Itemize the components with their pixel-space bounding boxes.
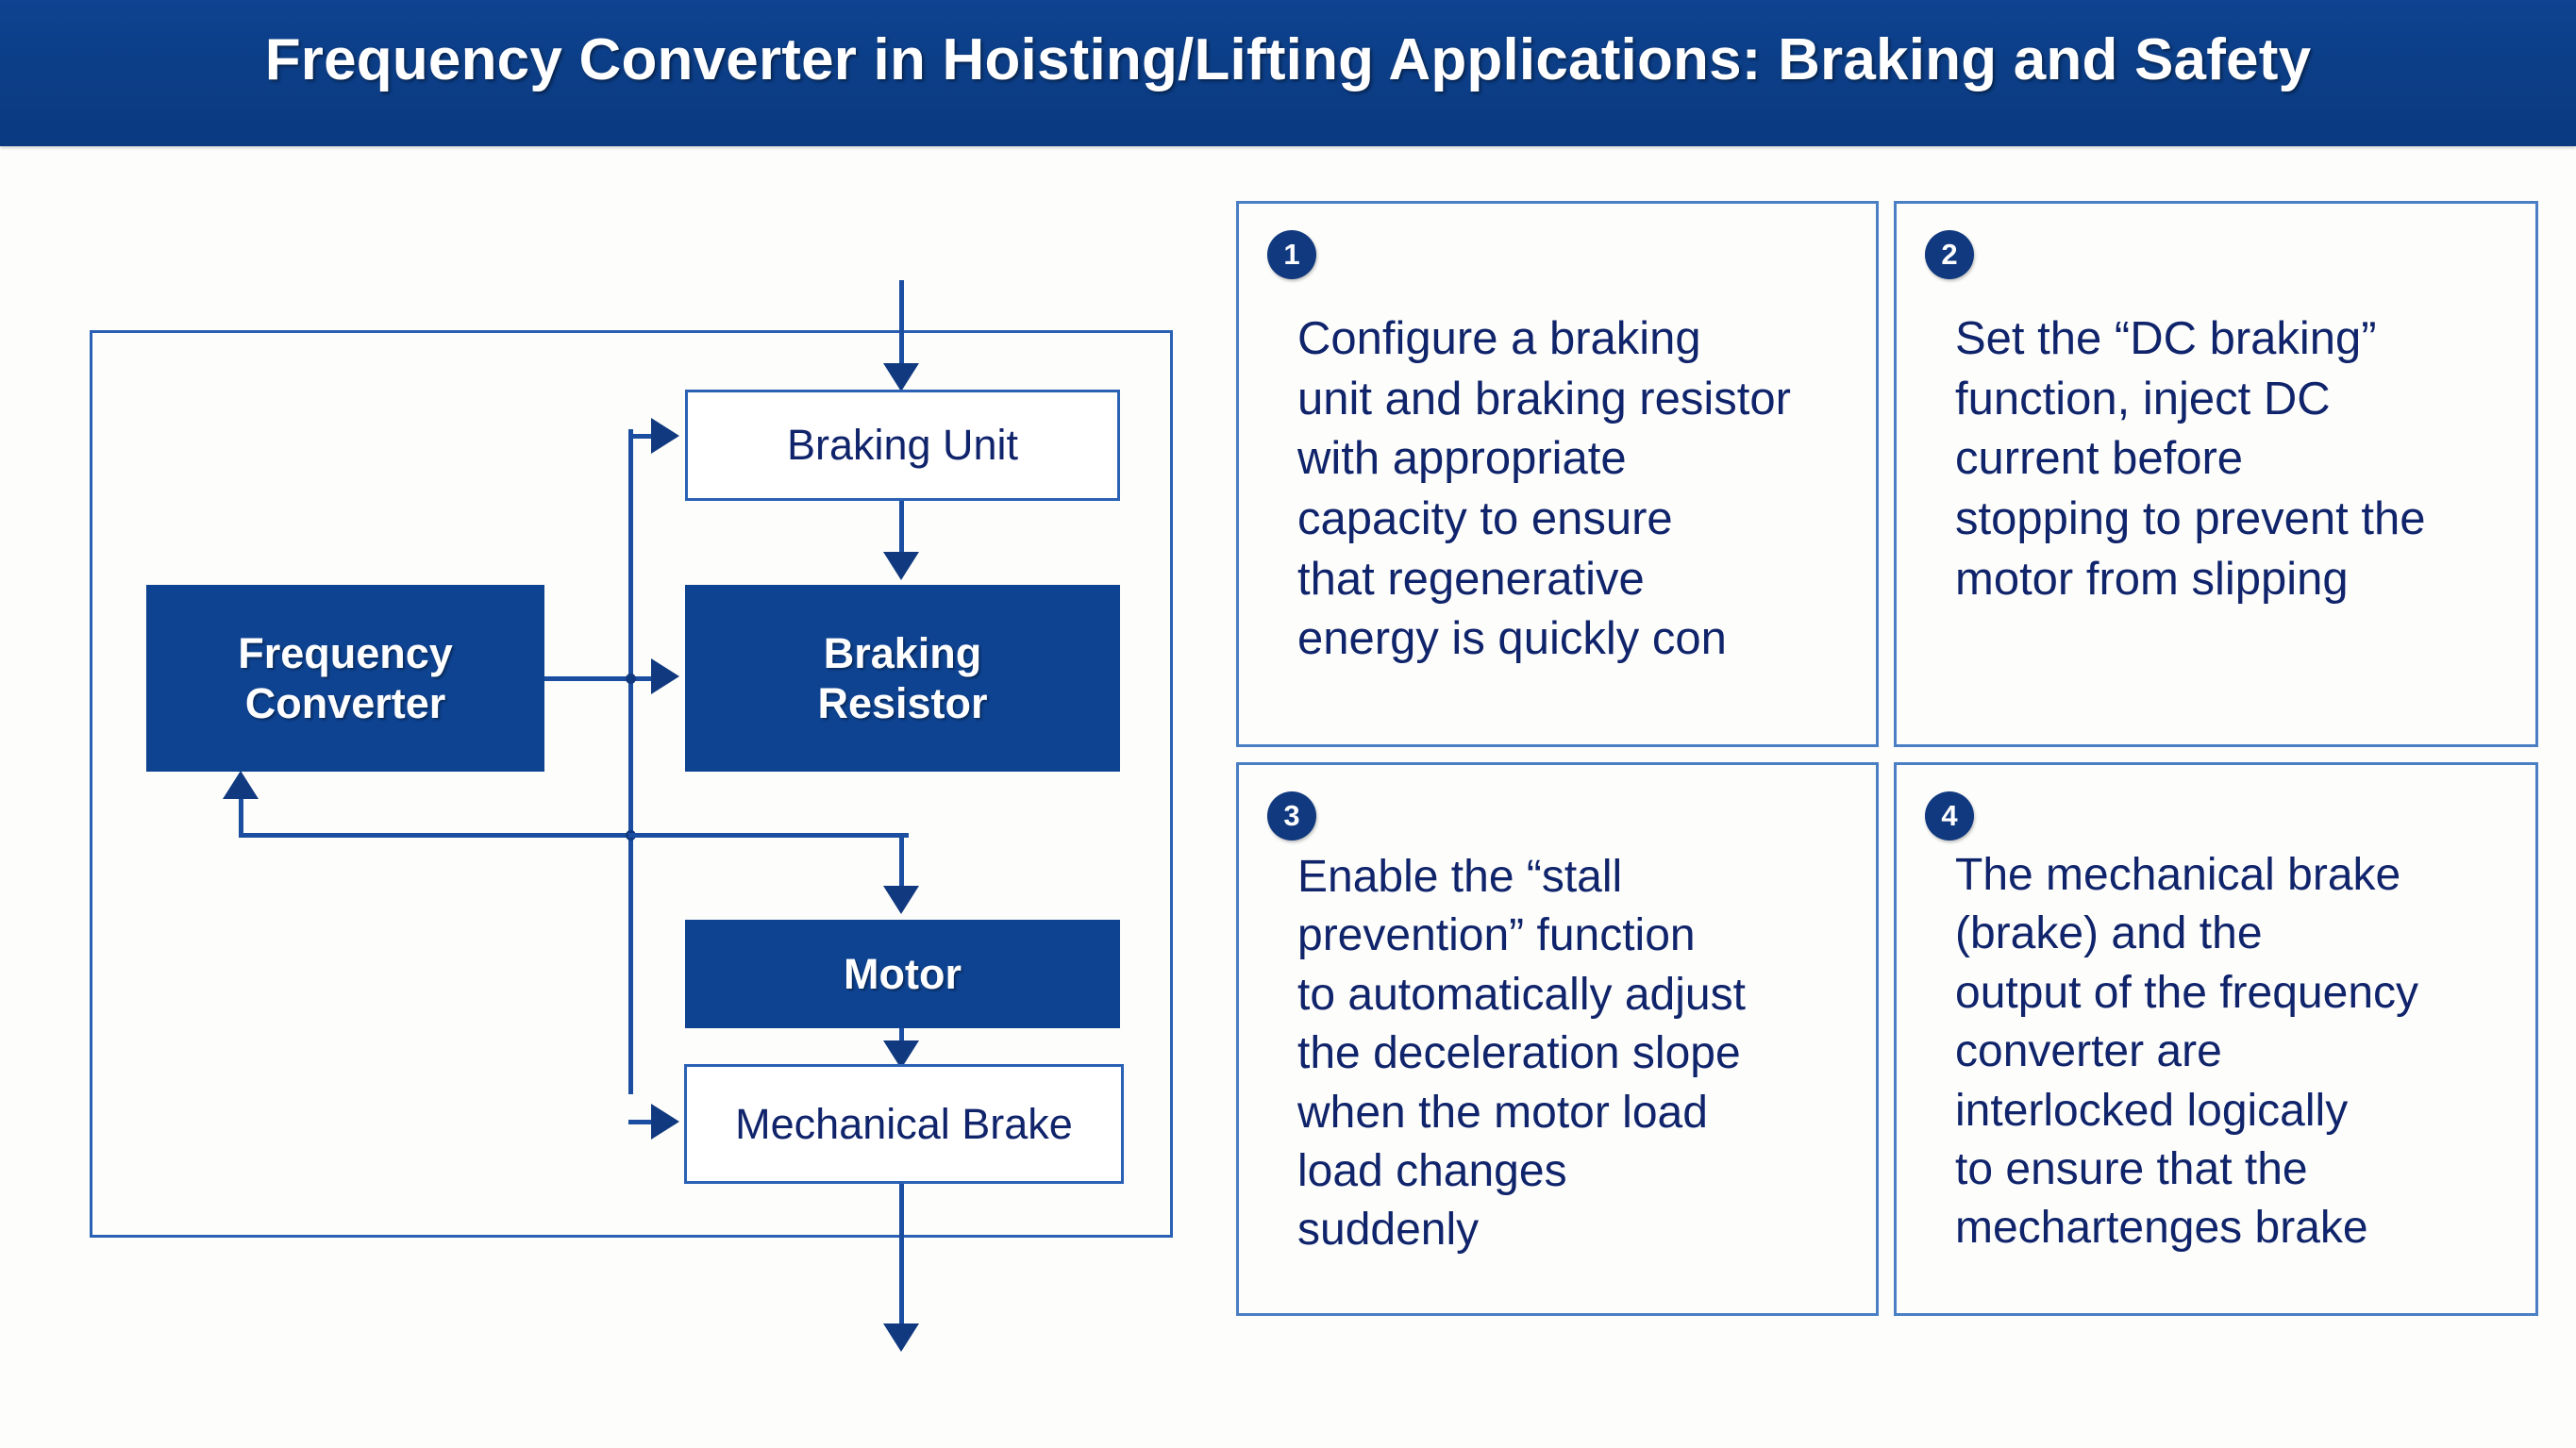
arrowhead-fc-to-br xyxy=(651,658,679,694)
junction-dot-fc xyxy=(626,674,636,684)
diagram-node-label: Braking Unit xyxy=(786,421,1019,470)
arrowhead-bus-to-mb xyxy=(651,1104,679,1140)
connector-feedback-vertical xyxy=(239,797,243,837)
connector-input-top xyxy=(899,280,904,367)
diagram-frame xyxy=(90,330,1173,1238)
tip-badge-1: 1 xyxy=(1267,230,1316,279)
connector-to-motor xyxy=(899,833,904,888)
connector-bu-to-br xyxy=(899,501,904,554)
header-bar: Frequency Converter in Hoisting/Lifting … xyxy=(0,0,2576,146)
connector-fc-out xyxy=(544,676,672,681)
arrowhead-feedback-to-fc xyxy=(223,771,259,799)
tip-badge-3: 3 xyxy=(1267,791,1316,841)
arrowhead-output-bottom xyxy=(883,1323,919,1352)
diagram-node-label: Motor xyxy=(844,949,962,998)
diagram-node-label: Mechanical Brake xyxy=(735,1099,1073,1148)
tip-badge-4: 4 xyxy=(1925,791,1974,841)
diagram-node-frequency-converter[interactable]: Frequency Converter xyxy=(146,585,544,772)
tip-text-3: Enable the “stall prevention” function t… xyxy=(1297,852,1746,1256)
connector-vertical-bus xyxy=(628,429,633,1094)
connector-motor-to-mb xyxy=(899,1028,904,1045)
tip-text-1: Configure a braking unit and braking res… xyxy=(1297,313,1791,665)
arrowhead-bu-to-br xyxy=(883,552,919,580)
connector-feedback-horizontal xyxy=(239,833,909,838)
tip-badge-2: 2 xyxy=(1925,230,1974,279)
tip-card-4[interactable]: 4 The mechanical brake (brake) and the o… xyxy=(1894,762,2538,1316)
tip-card-1[interactable]: 1 Configure a braking unit and braking r… xyxy=(1236,201,1879,747)
arrowhead-bus-to-bu xyxy=(651,418,679,454)
tip-card-2[interactable]: 2 Set the “DC braking” function, inject … xyxy=(1894,201,2538,747)
tip-card-3[interactable]: 3 Enable the “stall prevention” function… xyxy=(1236,762,1879,1316)
arrowhead-to-motor xyxy=(883,886,919,914)
connector-to-motor-horizontal xyxy=(628,833,904,838)
page-title: Frequency Converter in Hoisting/Lifting … xyxy=(264,27,2312,92)
tip-text-4: The mechanical brake (brake) and the out… xyxy=(1955,850,2419,1254)
diagram-node-braking-resistor[interactable]: Braking Resistor xyxy=(685,585,1120,772)
diagram-node-mechanical-brake[interactable]: Mechanical Brake xyxy=(684,1064,1124,1184)
tip-text-2: Set the “DC braking” function, inject DC… xyxy=(1955,313,2426,605)
diagram-node-braking-unit[interactable]: Braking Unit xyxy=(685,390,1120,501)
diagram-node-label: Frequency Converter xyxy=(238,628,453,727)
diagram-panel: Braking Unit Frequency Converter Braking… xyxy=(0,146,1217,1448)
diagram-node-motor[interactable]: Motor xyxy=(685,920,1120,1028)
arrowhead-input-top xyxy=(883,363,919,391)
connector-output-bottom xyxy=(899,1184,904,1330)
tips-grid: 1 Configure a braking unit and braking r… xyxy=(1236,201,2538,1316)
diagram-node-label: Braking Resistor xyxy=(817,628,988,727)
